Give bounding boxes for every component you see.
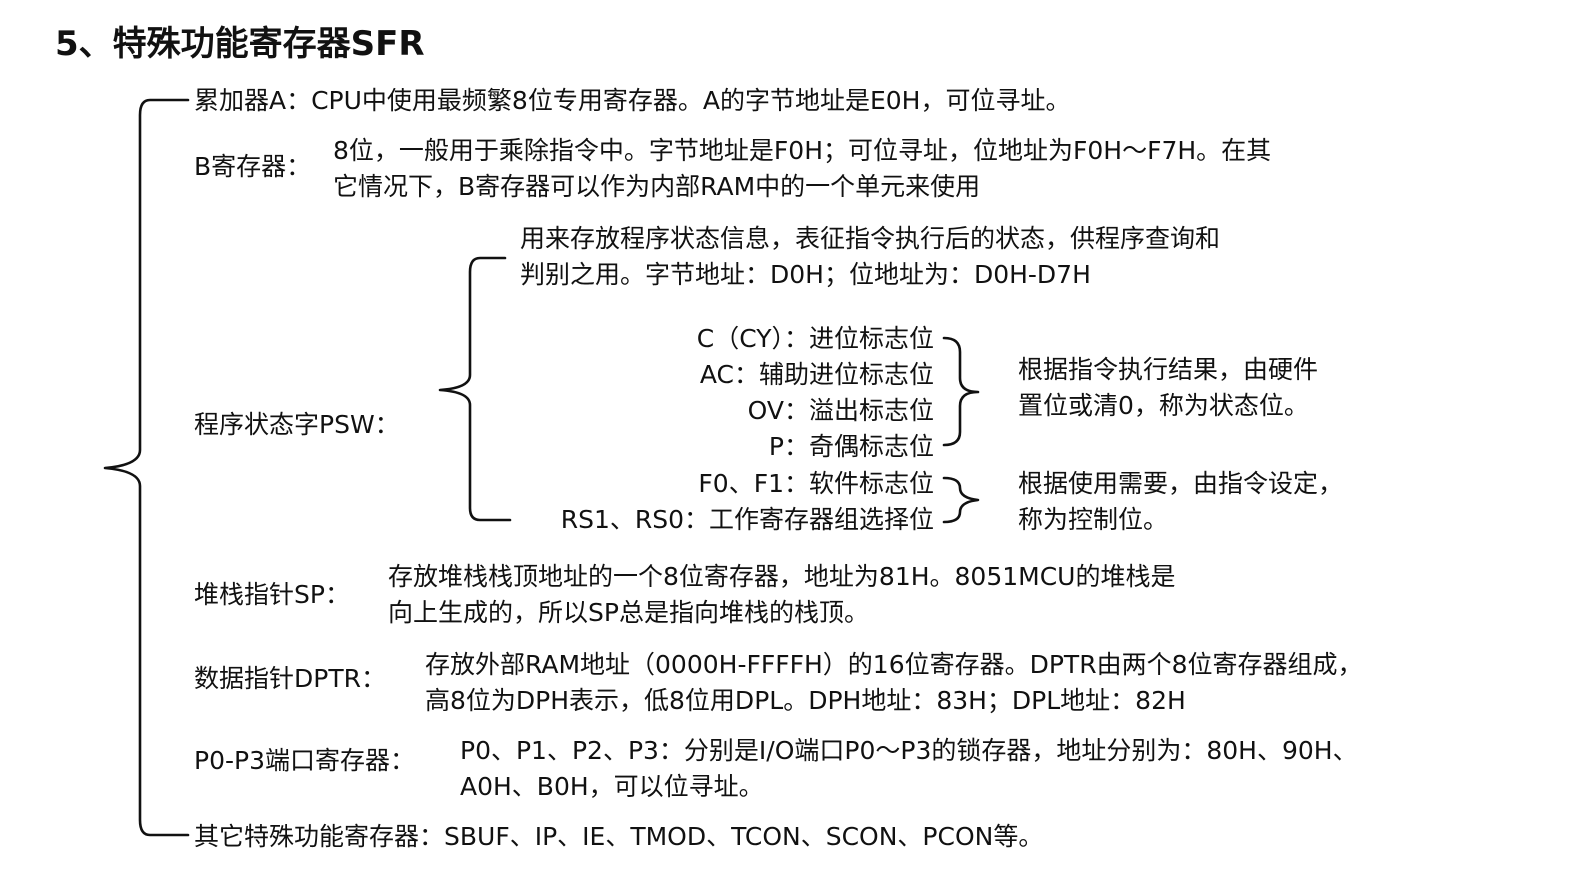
page-title: 5、特殊功能寄存器SFR xyxy=(55,24,425,64)
dptr-desc-line2: 高8位为DPH表示，低8位用DPL。DPH地址：83H；DPL地址：82H xyxy=(425,686,1186,715)
main-brace xyxy=(103,98,190,837)
dptr-desc-line1: 存放外部RAM地址（0000H-FFFFH）的16位寄存器。DPTR由两个8位寄… xyxy=(425,650,1363,679)
status-flags-brace xyxy=(942,336,980,447)
flag-ov: OV：溢出标志位 xyxy=(747,396,934,425)
sp-label: 堆栈指针SP： xyxy=(194,580,350,609)
status-note-line2: 置位或清0，称为状态位。 xyxy=(1018,391,1309,420)
ports-desc-line1: P0、P1、P2、P3：分别是I/O端口P0～P3的锁存器，地址分别为：80H、… xyxy=(460,736,1358,765)
status-note-line1: 根据指令执行结果，由硬件 xyxy=(1018,355,1319,384)
flag-cy: C（CY）：进位标志位 xyxy=(696,324,934,353)
ports-desc-line2: A0H、B0H，可以位寻址。 xyxy=(460,772,764,801)
psw-label: 程序状态字PSW： xyxy=(194,410,400,439)
ports-label: P0-P3端口寄存器： xyxy=(194,746,415,775)
psw-desc-line1: 用来存放程序状态信息，表征指令执行后的状态，供程序查询和 xyxy=(520,224,1221,253)
dptr-label: 数据指针DPTR： xyxy=(194,664,386,693)
flag-rs1-rs0: RS1、RS0：工作寄存器组选择位 xyxy=(560,505,934,534)
other-sfr-line: 其它特殊功能寄存器：SBUF、IP、IE、TMOD、TCON、SCON、PCON… xyxy=(194,822,1044,851)
sp-desc-line1: 存放堆栈栈顶地址的一个8位寄存器，地址为81H。8051MCU的堆栈是 xyxy=(388,562,1176,591)
control-note-line1: 根据使用需要，由指令设定， xyxy=(1018,469,1344,498)
b-register-desc-line1: 8位，一般用于乘除指令中。字节地址是F0H；可位寻址，位地址为F0H～F7H。在… xyxy=(333,136,1272,165)
psw-desc-line2: 判别之用。字节地址：D0H；位地址为：D0H-D7H xyxy=(520,260,1091,289)
control-note-line2: 称为控制位。 xyxy=(1018,505,1169,534)
b-register-desc-line2: 它情况下，B寄存器可以作为内部RAM中的一个单元来使用 xyxy=(333,172,981,201)
flag-ac: AC：辅助进位标志位 xyxy=(699,360,934,389)
psw-brace xyxy=(438,256,512,522)
control-flags-brace xyxy=(942,476,980,524)
flag-p: P：奇偶标志位 xyxy=(768,432,934,461)
b-register-label: B寄存器： xyxy=(194,152,312,181)
accumulator-line: 累加器A：CPU中使用最频繁8位专用寄存器。A的字节地址是E0H，可位寻址。 xyxy=(194,86,1071,115)
sp-desc-line2: 向上生成的，所以SP总是指向堆栈的栈顶。 xyxy=(388,598,869,627)
flag-f0-f1: F0、F1：软件标志位 xyxy=(698,469,934,498)
